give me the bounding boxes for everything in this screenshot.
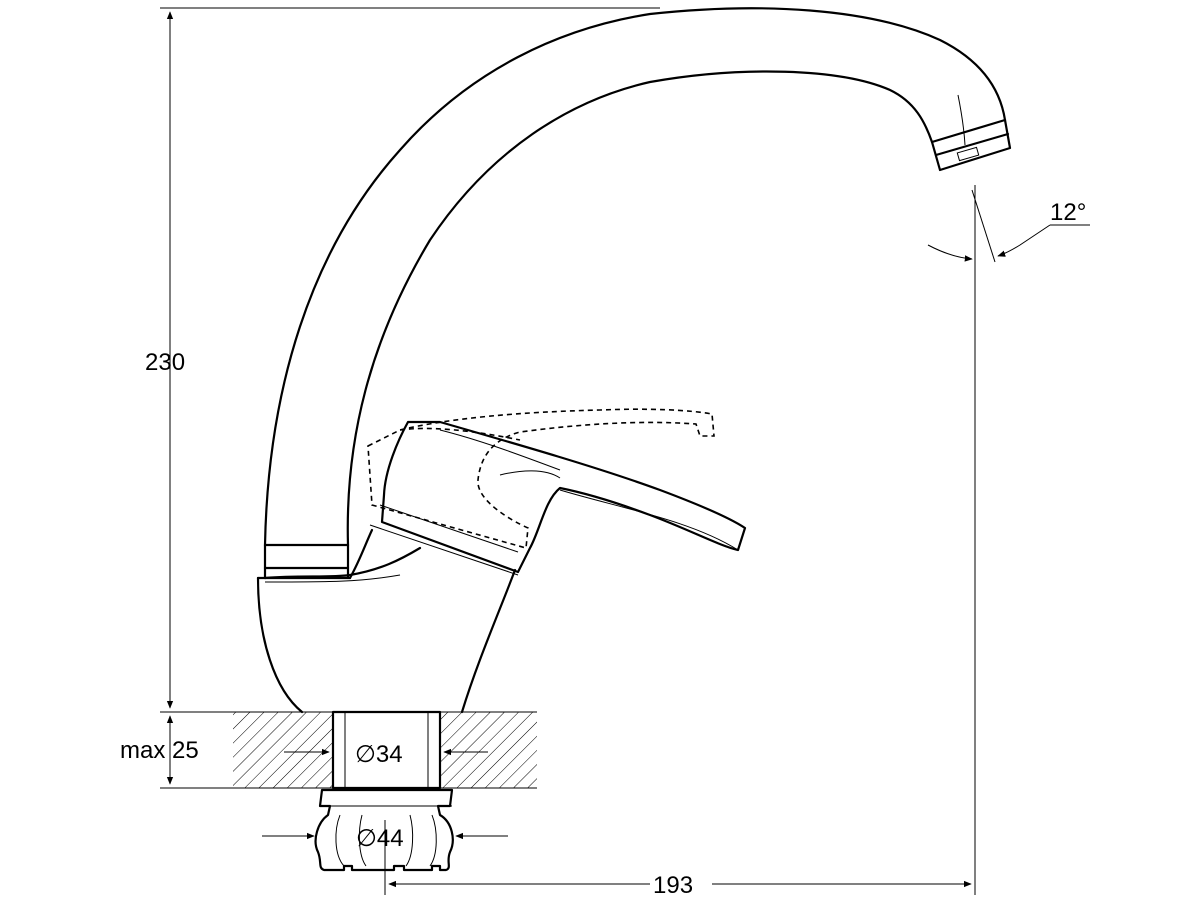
countertop-section <box>160 710 537 790</box>
nut-diameter-label: ∅44 <box>356 825 404 852</box>
reach-label: 193 <box>653 872 693 899</box>
hole-diameter-label: ∅34 <box>355 741 403 768</box>
reach-dimension: 193 <box>384 185 976 899</box>
faucet-body <box>256 546 517 714</box>
spout <box>263 7 1012 580</box>
height-dimension: 230 <box>145 7 660 709</box>
hole-diameter-dimension: ∅34 <box>284 741 488 768</box>
lever-raised-position <box>367 408 715 550</box>
angle-label: 12° <box>1050 199 1086 226</box>
thickness-dimension: max 25 <box>120 715 199 785</box>
height-label: 230 <box>145 349 185 376</box>
mounting-nut <box>314 788 454 872</box>
nut-diameter-dimension: ∅44 <box>262 825 508 852</box>
thickness-label: max 25 <box>120 737 199 764</box>
lever-handle <box>348 420 747 580</box>
angle-dimension: 12° <box>927 189 1090 263</box>
